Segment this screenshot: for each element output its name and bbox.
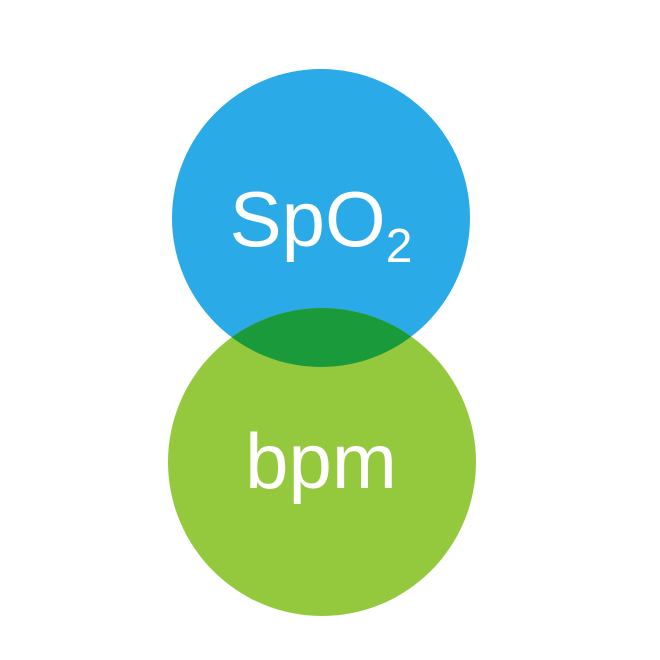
bpm-label: bpm [245, 417, 397, 505]
spo2-label-subscript: 2 [386, 220, 413, 273]
bpm-circle [168, 308, 476, 616]
spo2-label: SpO2 [230, 175, 413, 273]
spo2-circle [172, 69, 470, 367]
spo2-label-main: SpO [230, 175, 386, 263]
